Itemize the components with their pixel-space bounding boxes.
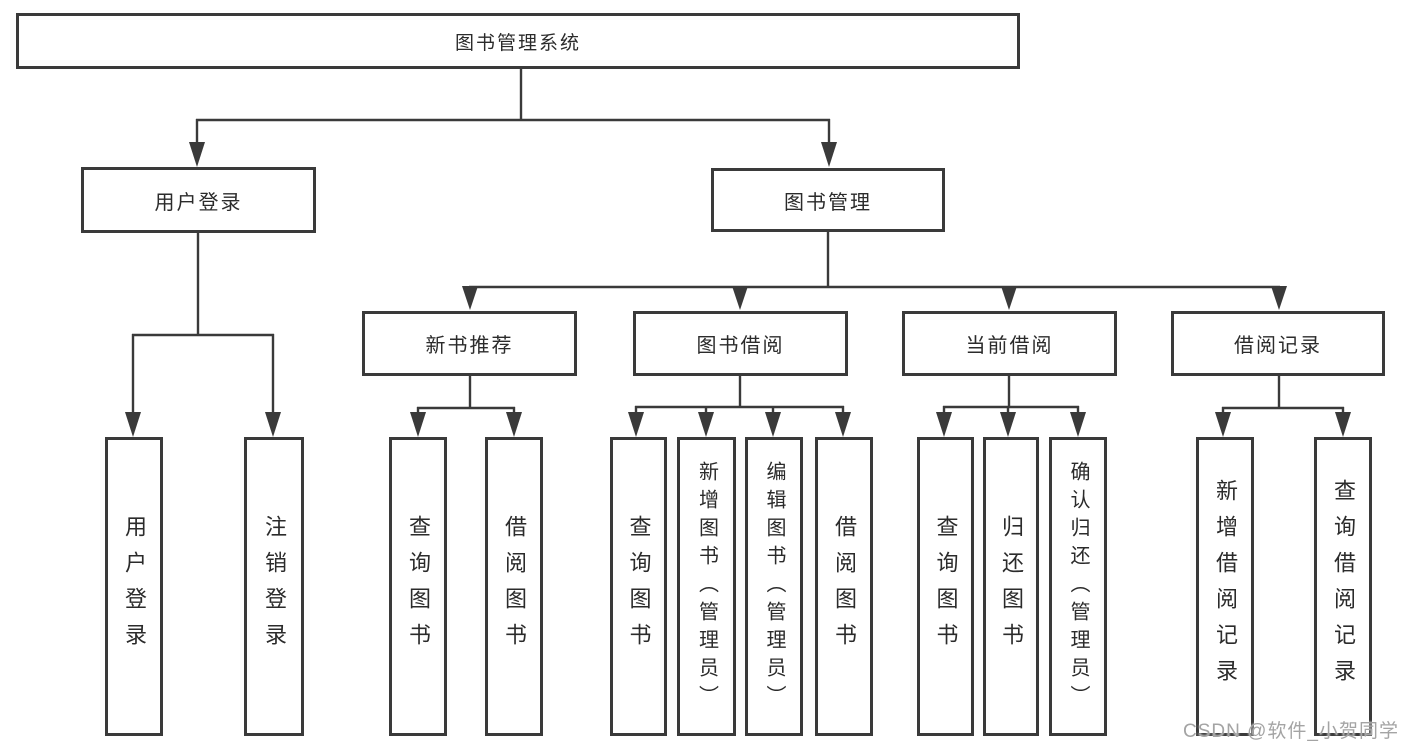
leaf-bb-borrow-books: 借阅图书 xyxy=(815,437,873,736)
arrowhead xyxy=(410,412,426,437)
node-book-borrow: 图书借阅 xyxy=(633,311,848,376)
arrowhead xyxy=(1000,412,1016,437)
arrowhead xyxy=(835,412,851,437)
leaf-cb-return-books-label: 归还图书 xyxy=(999,514,1024,659)
leaf-bb-query-books-label: 查询图书 xyxy=(626,514,652,659)
arrowhead xyxy=(189,142,205,167)
node-current-borrow: 当前借阅 xyxy=(902,311,1117,376)
leaf-br-query-record: 查询借阅记录 xyxy=(1314,437,1372,736)
leaf-cb-confirm-return-admin: 确认归还（管理员） xyxy=(1049,437,1107,736)
leaf-logout: 注销登录 xyxy=(244,437,304,736)
arrowhead xyxy=(1215,412,1231,437)
node-book-borrow-label: 图书借阅 xyxy=(696,335,785,357)
arrowhead xyxy=(1335,412,1351,437)
leaf-nb-query-books: 查询图书 xyxy=(389,437,447,736)
arrowhead xyxy=(265,412,281,437)
node-new-book-recommend-label: 新书推荐 xyxy=(425,335,514,357)
leaf-logout-label: 注销登录 xyxy=(262,514,287,659)
leaf-bb-borrow-books-label: 借阅图书 xyxy=(832,514,857,659)
node-book-management: 图书管理 xyxy=(711,168,945,232)
node-current-borrow-label: 当前借阅 xyxy=(965,335,1054,357)
node-book-management-label: 图书管理 xyxy=(784,191,872,214)
leaf-cb-return-books: 归还图书 xyxy=(983,437,1039,736)
leaf-user-login-label: 用户登录 xyxy=(122,514,147,659)
arrowhead xyxy=(628,412,644,437)
leaf-br-add-record: 新增借阅记录 xyxy=(1196,437,1254,736)
arrowhead xyxy=(506,412,522,437)
node-borrow-records: 借阅记录 xyxy=(1171,311,1385,376)
arrowhead xyxy=(936,412,952,437)
node-new-book-recommend: 新书推荐 xyxy=(362,311,577,376)
arrowhead xyxy=(462,286,478,310)
leaf-bb-add-book-admin: 新增图书（管理员） xyxy=(677,437,736,736)
leaf-bb-edit-book-admin: 编辑图书（管理员） xyxy=(745,437,803,736)
node-user-login-label: 用户登录 xyxy=(154,191,243,214)
leaf-br-add-record-label: 新增借阅记录 xyxy=(1213,478,1238,695)
leaf-user-login: 用户登录 xyxy=(105,437,163,736)
arrowhead xyxy=(821,142,837,167)
leaf-cb-query-books: 查询图书 xyxy=(917,437,974,736)
leaf-nb-borrow-books-label: 借阅图书 xyxy=(502,514,527,659)
arrowhead xyxy=(765,412,781,437)
leaf-bb-query-books: 查询图书 xyxy=(610,437,667,736)
leaf-cb-query-books-label: 查询图书 xyxy=(933,514,959,659)
leaf-br-query-record-label: 查询借阅记录 xyxy=(1331,478,1356,695)
leaf-bb-edit-book-admin-label: 编辑图书（管理员） xyxy=(763,460,785,713)
watermark: CSDN @软件_小贺同学 xyxy=(1183,721,1399,742)
arrowhead xyxy=(125,412,141,437)
arrowhead xyxy=(1271,286,1287,310)
leaf-nb-borrow-books: 借阅图书 xyxy=(485,437,543,736)
arrowhead xyxy=(1001,286,1017,310)
node-root: 图书管理系统 xyxy=(16,13,1020,69)
node-user-login: 用户登录 xyxy=(81,167,316,233)
node-borrow-records-label: 借阅记录 xyxy=(1234,335,1322,357)
arrowhead xyxy=(732,286,748,310)
arrowhead xyxy=(1070,412,1086,437)
arrowhead xyxy=(698,412,714,437)
leaf-bb-add-book-admin-label: 新增图书（管理员） xyxy=(695,460,718,713)
leaf-nb-query-books-label: 查询图书 xyxy=(406,514,431,659)
node-root-label: 图书管理系统 xyxy=(454,32,581,54)
leaf-cb-confirm-return-admin-label: 确认归还（管理员） xyxy=(1067,460,1089,713)
